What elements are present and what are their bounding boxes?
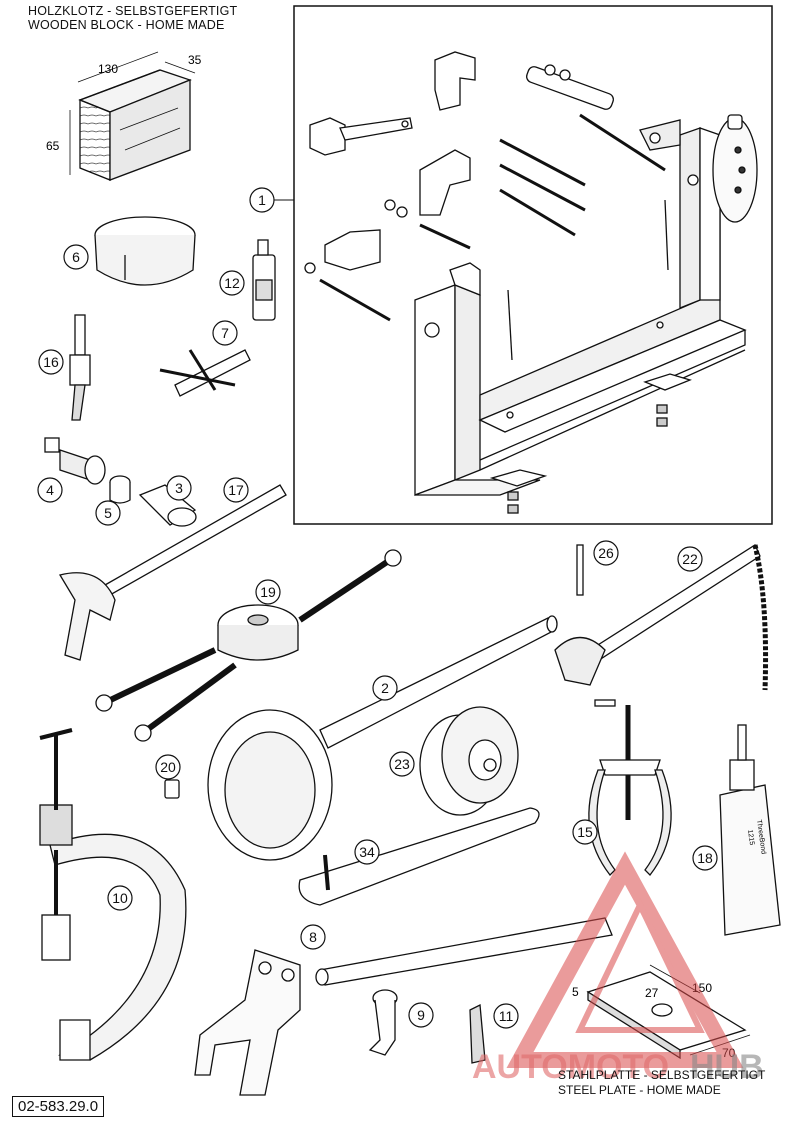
steel-plate-line-en: STEEL PLATE - HOME MADE <box>558 1083 721 1097</box>
wood-length-dim: 130 <box>98 62 118 76</box>
callout-20: 20 <box>155 754 181 780</box>
svg-text:16: 16 <box>43 354 59 370</box>
callout-2: 2 <box>372 675 398 701</box>
callouts: 1 2 3 4 5 6 7 8 9 10 11 12 15 16 17 18 1… <box>37 187 718 1029</box>
holding-wrench-2 <box>207 615 558 861</box>
callout-9: 9 <box>408 1002 434 1028</box>
svg-text:12: 12 <box>224 275 240 291</box>
plate-thickness-dim: 5 <box>572 985 579 999</box>
callout-23: 23 <box>389 751 415 777</box>
watermark-text-b: HUB <box>690 1048 764 1086</box>
callout-22: 22 <box>677 546 703 572</box>
extractor-19 <box>95 549 402 742</box>
press-tool-10 <box>39 728 187 1061</box>
engine-stand <box>414 114 758 514</box>
callout-5: 5 <box>95 500 121 526</box>
svg-text:3: 3 <box>175 480 183 496</box>
tube-brand: ThreeBond <box>755 819 767 854</box>
svg-text:4: 4 <box>46 482 54 498</box>
svg-text:17: 17 <box>228 482 244 498</box>
sleeve-5 <box>109 475 131 504</box>
pin-26 <box>576 544 584 596</box>
svg-text:5: 5 <box>104 505 112 521</box>
puller-16 <box>69 314 91 421</box>
wood-width-dim: 35 <box>188 53 202 67</box>
header-line-de: HOLZKLOTZ - SELBSTGEFERTIGT <box>28 4 238 18</box>
callout-17: 17 <box>223 477 249 503</box>
ring-tool-6 <box>94 216 196 286</box>
automotohub-watermark <box>506 851 744 1068</box>
wooden-block <box>69 51 196 181</box>
crank-9 <box>368 989 398 1056</box>
svg-text:7: 7 <box>221 325 229 341</box>
header-line-en: WOODEN BLOCK - HOME MADE <box>28 18 225 32</box>
engine-stand-box <box>293 5 773 525</box>
part-number: 02-583.29.0 <box>12 1096 105 1117</box>
plate-hole-dim: 27 <box>645 986 659 1000</box>
svg-text:18: 18 <box>697 850 713 866</box>
svg-text:8: 8 <box>309 929 317 945</box>
tap-11 <box>469 1003 486 1064</box>
bolt-20 <box>164 779 180 799</box>
steel-plate-caption: STAHLPLATTE - SELBSTGEFERTIGT STEEL PLAT… <box>558 1068 765 1098</box>
stand-brackets <box>304 51 666 322</box>
svg-text:15: 15 <box>577 824 593 840</box>
callout-18: 18 <box>692 845 718 871</box>
watermark-text-a: AUTOMOTO <box>472 1048 669 1086</box>
threebond-tube-18 <box>719 724 781 936</box>
callout-11: 11 <box>493 1003 519 1029</box>
svg-text:11: 11 <box>499 1008 514 1024</box>
adapter-4 <box>44 437 106 485</box>
callout-1: 1 <box>249 187 275 213</box>
svg-text:10: 10 <box>112 890 128 906</box>
svg-text:1: 1 <box>258 192 266 208</box>
callout-4: 4 <box>37 477 63 503</box>
callout-8: 8 <box>300 924 326 950</box>
svg-text:9: 9 <box>417 1007 425 1023</box>
callout-10: 10 <box>107 885 133 911</box>
holder-23 <box>419 706 519 816</box>
wood-height-dim: 65 <box>46 139 60 153</box>
callout-19: 19 <box>255 579 281 605</box>
adhesive-bottle-12 <box>252 239 276 321</box>
bracket-8 <box>194 917 613 1096</box>
svg-text:19: 19 <box>260 584 276 600</box>
sleeve-3 <box>138 484 197 527</box>
callout-16: 16 <box>38 349 64 375</box>
fork-tool-17 <box>58 484 287 661</box>
callout-6: 6 <box>63 244 89 270</box>
svg-text:23: 23 <box>394 756 410 772</box>
svg-text:2: 2 <box>381 680 389 696</box>
tube-code: 1215 <box>746 829 755 846</box>
svg-text:22: 22 <box>682 551 698 567</box>
callout-12: 12 <box>219 270 245 296</box>
separator-7 <box>159 349 251 397</box>
gear-puller-15 <box>588 699 672 876</box>
header-text: HOLZKLOTZ - SELBSTGEFERTIGT WOODEN BLOCK… <box>28 4 237 32</box>
callout-15: 15 <box>572 819 598 845</box>
callout-26: 26 <box>593 540 619 566</box>
callout-3: 3 <box>166 475 192 501</box>
svg-text:20: 20 <box>160 759 176 775</box>
chain-wrench-22 <box>554 544 769 691</box>
callout-34: 34 <box>354 839 380 865</box>
lever-34 <box>298 807 540 906</box>
svg-text:26: 26 <box>598 545 614 561</box>
steel-plate-line-de: STAHLPLATTE - SELBSTGEFERTIGT <box>558 1068 766 1082</box>
svg-text:34: 34 <box>359 844 375 860</box>
callout-7: 7 <box>212 320 238 346</box>
svg-text:6: 6 <box>72 249 80 265</box>
